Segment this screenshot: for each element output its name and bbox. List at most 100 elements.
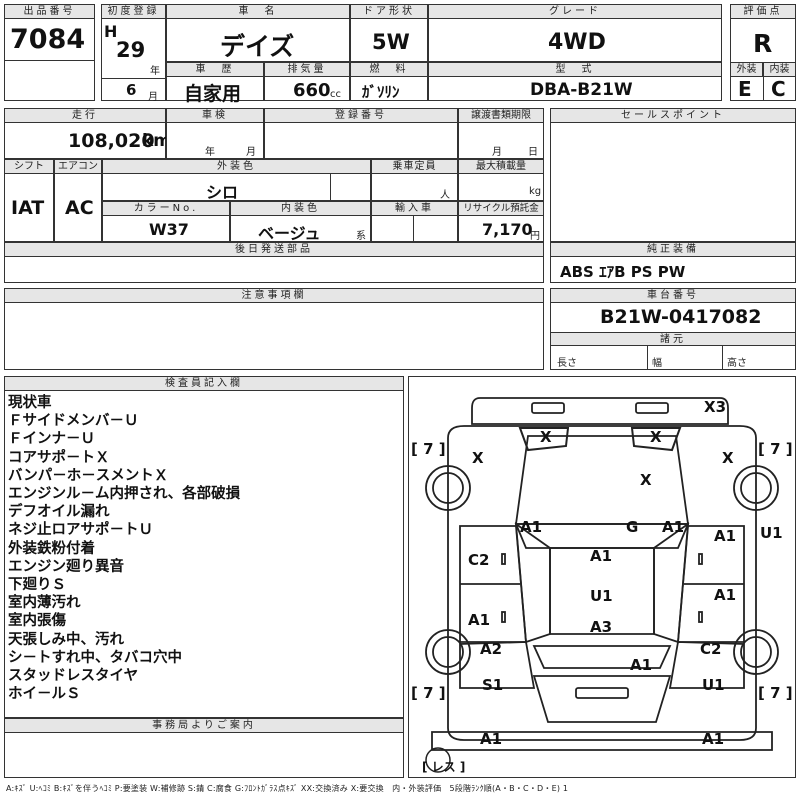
shift-label: シフト [4,159,54,174]
tire-rear-right-label: [ 7 ] [758,684,793,702]
color-no: W37 [149,220,189,239]
damage-mark-hood: X [640,471,652,489]
remark-line: 室内張傷 [8,613,66,630]
recycle-unit: 円 [530,231,540,242]
remark-line: 室内薄汚れ [8,595,81,612]
width-label: 幅 [652,358,662,369]
inspection-month-unit: 月 [246,147,256,158]
damage-mark-rear-door-left: A1 [468,611,491,629]
model: DBA-B21W [530,80,633,100]
first-reg-label: 初度登録 [101,4,166,19]
reg-number-label: 登録番号 [264,108,458,123]
history: 自家用 [184,83,242,105]
damage-mark-roof-center: U1 [590,587,613,605]
damage-mark-front-light-left: X [540,428,552,446]
transfer-label: 譲渡書類期限 [458,108,544,123]
remark-line: 下廻りＳ [8,577,66,593]
damage-mark-front-door-left: C2 [468,551,490,569]
damage-mark-roof-rear: A3 [590,618,613,636]
equipment-label: 純正装備 [550,242,796,257]
remark-line: エンジン廻り異音 [8,558,124,575]
sales-point-label: セールスポイント [550,108,796,123]
score-label: 評価点 [730,4,796,19]
int-color-unit: 系 [356,231,366,242]
notes-label: 注意事項欄 [4,288,544,303]
exterior-label: 外装 [730,62,763,77]
damage-mark-pillar-front-left: A1 [520,518,543,536]
damage-legend: A:ｷｽﾞ U:ﾍｺﾐ B:ｷｽﾞを伴うﾍｺﾐ P:要塗装 W:補修跡 S:錆 … [6,784,569,793]
first-reg-year: 29 [116,38,146,62]
damage-mark-pillar-front-right: A1 [662,518,685,536]
damage-mark-side-sill-left: S1 [482,676,504,694]
remark-line: Ｆインナ－Ｕ [8,431,95,448]
remark-line: Ｆサイドメンバ－Ｕ [8,413,139,430]
damage-mark-rear-bumper-right: A1 [702,730,725,748]
damage-mark-front-panel: X3 [704,398,727,416]
remark-line: ネジ止ロアサポ－トＵ [8,522,153,539]
lot-number-label: 出品番号 [4,4,95,19]
color-no-label: カラーNo. [102,201,230,216]
damage-mark-rear-quarter-left: A2 [480,640,503,658]
year-unit: 年 [150,66,160,77]
spare-tire-label: [ レス ] [422,760,466,774]
era-letter: H [104,22,118,41]
capacity-unit: 人 [440,190,450,201]
door-type: 5W [372,30,410,54]
car-name-label: 車 名 [166,4,350,19]
grade-label: グレード [428,4,722,19]
door-label: ドア形状 [350,4,428,19]
model-label: 型 式 [428,62,722,77]
damage-mark-front-fender-left: X [472,449,484,467]
remark-line: ホイ－ルＳ [8,686,81,703]
inspector-label: 検査員記入欄 [4,376,404,391]
int-color: ベージュ [258,224,321,243]
damage-mark-front-door-right-outer: U1 [760,524,783,542]
car-name: デイズ [220,32,295,61]
damage-mark-rear-bumper-left: A1 [480,730,503,748]
interior-label: 内装 [763,62,796,77]
spec-label: 諸元 [550,332,796,346]
remark-line: コアサポ－トＸ [8,449,110,466]
damage-mark-rear-hatch: A1 [630,656,653,674]
inspection-year-unit: 年 [205,147,215,158]
int-color-label: 内装色 [230,201,371,216]
month-unit: 月 [148,92,158,103]
ext-color-label: 外装色 [102,159,371,174]
length-label: 長さ [557,358,577,369]
ext-color: シロ [206,183,239,202]
score: R [753,29,773,58]
damage-mark-front-fender-right: X [722,449,734,467]
damage-mark-front-light-right: X [650,428,662,446]
capacity-label: 乗車定員 [371,159,458,174]
transfer-day-unit: 日 [528,147,538,158]
ac-label: エアコン [54,159,102,174]
transfer-month-unit: 月 [492,147,502,158]
displacement-label: 排気量 [264,62,350,77]
first-reg-month: 6 [126,81,137,99]
remark-line: シ－トすれ中、タバコ穴中 [8,649,182,666]
lot-number-box [4,4,95,101]
first-reg-box [101,4,166,101]
damage-mark-side-sill-right: U1 [702,676,725,694]
tire-front-right-label: [ 7 ] [758,440,793,458]
import-label: 輸入車 [371,201,458,216]
mileage-label: 走行 [4,108,166,123]
shift: IAT [11,197,45,219]
damage-mark-roof-front: A1 [590,547,613,565]
tire-front-left-label: [ 7 ] [411,440,446,458]
later-parts-label: 後日発送部品 [4,242,544,257]
damage-mark-windshield: G [626,518,639,536]
exterior-grade: E [738,77,752,101]
sales-point-box [550,108,796,242]
displacement: 660 [293,80,331,101]
remark-line: 現状車 [8,395,52,411]
damage-mark-rear-door-right: A1 [714,586,737,604]
office-label: 事務局よりご案内 [4,718,404,733]
remark-line: 天張しみ中、汚れ [8,631,124,648]
remark-line: 外装鉄粉付着 [8,540,95,557]
remark-line: スタッドレスタイヤ [8,668,139,684]
height-label: 高さ [727,358,747,369]
displacement-unit: cc [330,89,341,100]
ac: AC [65,197,94,219]
grade: 4WD [548,30,606,55]
